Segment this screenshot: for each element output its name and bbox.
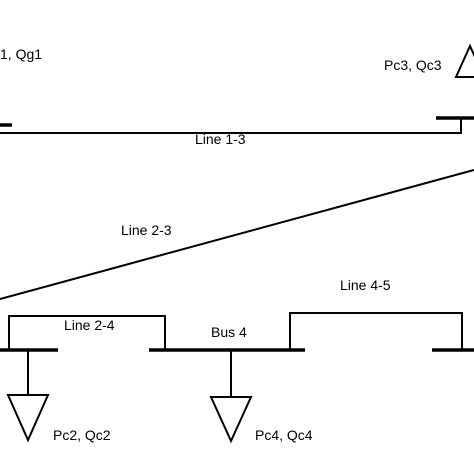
load-4-label: Pc4, Qc4 (255, 427, 313, 443)
line-2-4 (8, 315, 166, 350)
line-1-3 (0, 118, 462, 134)
line-1-3-label: Line 1-3 (195, 131, 246, 147)
load-3-triangle (454, 43, 474, 78)
bus-4-label: Bus 4 (211, 324, 247, 340)
load-2-triangle (6, 394, 50, 443)
line-2-4-label: Line 2-4 (64, 317, 115, 333)
line-4-5-label: Line 4-5 (340, 277, 391, 293)
line-2-3-label: Line 2-3 (121, 222, 172, 238)
load-2-label: Pc2, Qc2 (53, 427, 111, 443)
line-2-3 (0, 169, 474, 300)
load-3-label: Pc3, Qc3 (384, 57, 442, 73)
generator-pq-label: 1, Qg1 (0, 46, 42, 62)
line-4-5 (289, 312, 463, 350)
load-4-triangle (209, 396, 253, 444)
